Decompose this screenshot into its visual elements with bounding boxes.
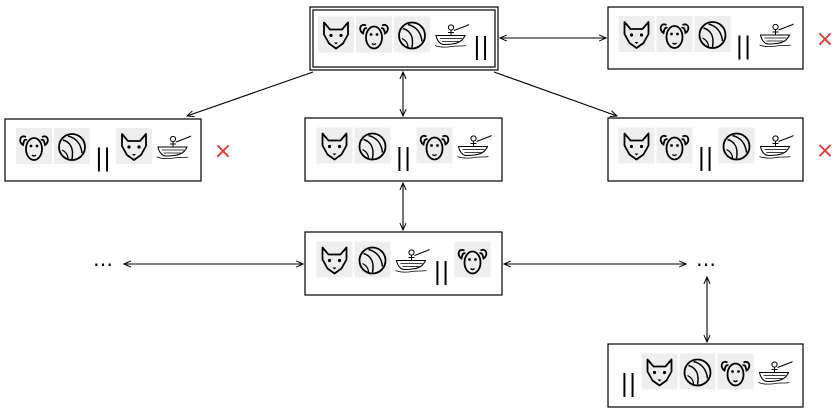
state-box-inner — [312, 9, 496, 68]
state-mid-right: || × — [607, 117, 834, 182]
goat-icon — [415, 126, 454, 165]
cabbage-icon — [353, 240, 392, 279]
invalid-state-mark: × — [816, 139, 834, 164]
edge-start-midleft — [187, 71, 314, 116]
wolf-icon — [640, 352, 679, 391]
river-divider: || — [433, 258, 449, 286]
state-mid-center: || — [304, 117, 503, 182]
state-start: || — [309, 6, 499, 71]
cabbage-icon — [693, 15, 732, 53]
right-ellipsis: … — [696, 247, 716, 271]
cabbage-icon — [393, 15, 431, 54]
river-divider: || — [697, 144, 713, 172]
invalid-state-mark: × — [816, 27, 834, 52]
wolf-icon — [315, 126, 354, 165]
cabbage-icon — [717, 126, 756, 165]
cabbage-icon — [53, 127, 91, 165]
cabbage-icon — [353, 126, 392, 165]
state-top-right: || × — [607, 6, 834, 70]
transition-edges — [124, 38, 707, 342]
goat-icon — [716, 352, 755, 391]
goat-icon — [15, 127, 53, 165]
edge-start-midright — [493, 71, 617, 116]
goat-icon — [355, 15, 393, 54]
goat-icon — [453, 240, 492, 279]
state-bottom-center: || — [304, 231, 503, 296]
goat-icon — [655, 126, 694, 165]
river-divider: || — [395, 144, 411, 172]
wolf-icon — [617, 126, 656, 165]
wolf-icon — [317, 15, 355, 54]
left-ellipsis: … — [93, 247, 113, 271]
state-mid-left: || × — [4, 118, 232, 182]
wolf-icon — [315, 240, 354, 279]
cabbage-icon — [678, 352, 717, 391]
river-divider: || — [473, 33, 489, 61]
state-goal: || — [607, 343, 804, 408]
river-divider: || — [620, 370, 636, 398]
river-divider: || — [95, 144, 111, 172]
invalid-state-mark: × — [214, 139, 232, 164]
wolf-icon — [617, 15, 656, 53]
goat-icon — [655, 15, 694, 53]
state-nodes: || || × || × || || × || || … … — [4, 6, 834, 408]
wolf-icon — [115, 127, 153, 165]
river-divider: || — [735, 32, 751, 60]
